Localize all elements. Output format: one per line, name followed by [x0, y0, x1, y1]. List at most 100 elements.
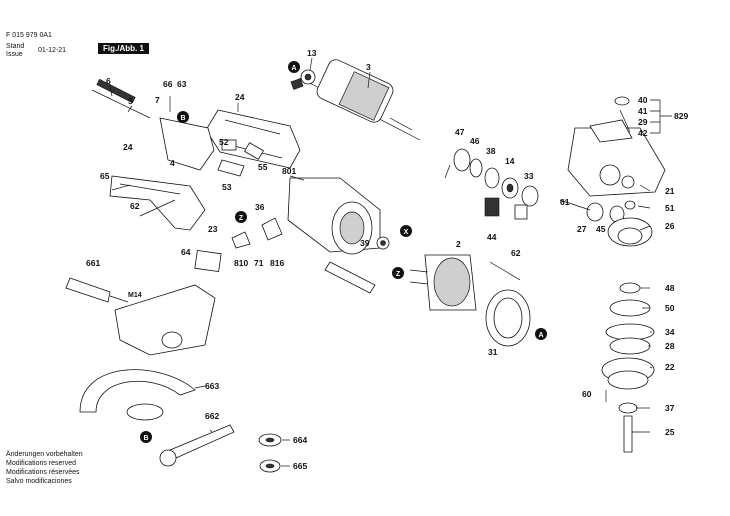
- part-661: 661: [86, 258, 100, 268]
- grinder-body: [114, 284, 216, 356]
- mod-line-fr: Modifications réservées: [6, 469, 80, 476]
- part-662: 662: [205, 411, 219, 421]
- part-5: 5: [128, 96, 133, 106]
- part-60: 60: [582, 389, 592, 399]
- part-36: 36: [255, 202, 265, 212]
- part-664: 664: [293, 435, 307, 445]
- field-coil-2: [409, 254, 477, 311]
- part-51: 51: [665, 203, 675, 213]
- part-61: 61: [560, 197, 570, 207]
- callout-B-top: B: [177, 111, 189, 123]
- part-31: 31: [488, 347, 498, 357]
- guard-663: [79, 369, 196, 421]
- bearing-13: [290, 69, 316, 90]
- svg-text:B: B: [180, 115, 185, 122]
- part-4: 4: [170, 158, 175, 168]
- part-55: 55: [258, 162, 268, 172]
- svg-text:Z: Z: [239, 215, 244, 222]
- part-63: 63: [177, 79, 187, 89]
- part-39: 39: [360, 238, 370, 248]
- stand-issue-label: Stand Issue: [6, 43, 24, 59]
- part-29: 29: [638, 117, 648, 127]
- part-27: 27: [577, 224, 587, 234]
- part-71: 71: [254, 258, 264, 268]
- leader-lines: [109, 57, 672, 467]
- part-6: 6: [106, 76, 111, 86]
- part-42: 42: [638, 128, 648, 138]
- auxiliary-handle-661: [65, 277, 129, 303]
- svg-text:Z: Z: [396, 271, 401, 278]
- part-829: 829: [674, 111, 688, 121]
- spindle-25: [605, 390, 638, 453]
- housing-24-lower: [109, 175, 206, 231]
- mod-line-en: Modifications reserved: [6, 460, 77, 467]
- part-663: 663: [205, 381, 219, 391]
- issue-date: 01-12-21: [38, 47, 67, 54]
- part-33: 33: [524, 171, 534, 181]
- thread-m14: M14: [128, 292, 142, 299]
- gear-housing: [567, 119, 666, 197]
- mod-line-de: Änderungen vorbehalten: [6, 451, 83, 458]
- part-41: 41: [638, 106, 648, 116]
- doc-number: F 015 979 0A1: [6, 32, 52, 39]
- bearing-flange-26: [607, 217, 653, 247]
- part-816: 816: [270, 258, 284, 268]
- callout-A-top: A: [288, 61, 300, 73]
- armature-rotor: [299, 59, 421, 141]
- part-26: 26: [665, 221, 675, 231]
- part-21: 21: [665, 186, 675, 196]
- field-housing-801: [287, 177, 381, 255]
- callout-Z-right: Z: [392, 267, 404, 279]
- part-810: 810: [234, 258, 248, 268]
- parts-27-45-51: [559, 199, 636, 223]
- screws-62-65: [111, 184, 176, 217]
- part-labels: 13 3 6 5 66 63 7 24 4 52 53 55 24 65 62 …: [86, 48, 688, 471]
- issue-label: Issue: [6, 51, 23, 58]
- part-22: 22: [665, 362, 675, 372]
- part-40: 40: [638, 95, 648, 105]
- part-66: 66: [163, 79, 173, 89]
- part-2: 2: [456, 239, 461, 249]
- stand-label: Stand: [6, 43, 25, 50]
- part-48: 48: [665, 283, 675, 293]
- part-801: 801: [282, 166, 296, 176]
- part-44: 44: [487, 232, 497, 242]
- part-665: 665: [293, 461, 307, 471]
- spring-55: [244, 142, 264, 160]
- figure-badge: Fig./Abb. 1: [98, 43, 149, 54]
- part-38: 38: [486, 146, 496, 156]
- part-62-left: 62: [130, 201, 140, 211]
- part-3: 3: [366, 62, 371, 72]
- part-13: 13: [307, 48, 317, 58]
- callout-B-bottom: B: [140, 431, 152, 443]
- switch-shaft-6: [91, 78, 151, 119]
- label-plate: [324, 261, 376, 294]
- screw-cap-40-42: [614, 96, 631, 133]
- callout-X: X: [400, 225, 412, 237]
- svg-text:X: X: [404, 229, 409, 236]
- callout-A-bottom: A: [535, 328, 547, 340]
- callout-Z-left: Z: [235, 211, 247, 223]
- brush-holder-parts: [194, 217, 283, 273]
- part-45: 45: [596, 224, 606, 234]
- part-65: 65: [100, 171, 110, 181]
- part-47: 47: [455, 127, 465, 137]
- svg-text:A: A: [538, 332, 543, 339]
- part-14: 14: [505, 156, 515, 166]
- part-62-right: 62: [511, 248, 521, 258]
- part-46: 46: [470, 136, 480, 146]
- part-37: 37: [665, 403, 675, 413]
- part-50: 50: [665, 303, 675, 313]
- part-23: 23: [208, 224, 218, 234]
- part-34: 34: [665, 327, 675, 337]
- rings-48-50-34-28: [605, 282, 655, 355]
- flange-664-665: [258, 433, 282, 473]
- part-53: 53: [222, 182, 232, 192]
- part-24-top: 24: [235, 92, 245, 102]
- bearing-39: [376, 236, 390, 250]
- gear-22: [601, 357, 655, 390]
- part-52: 52: [219, 137, 229, 147]
- modifications-note: Änderungen vorbehalten Modifications res…: [6, 450, 83, 486]
- mod-line-es: Salvo modificaciones: [6, 478, 72, 485]
- switch-4: [159, 117, 215, 171]
